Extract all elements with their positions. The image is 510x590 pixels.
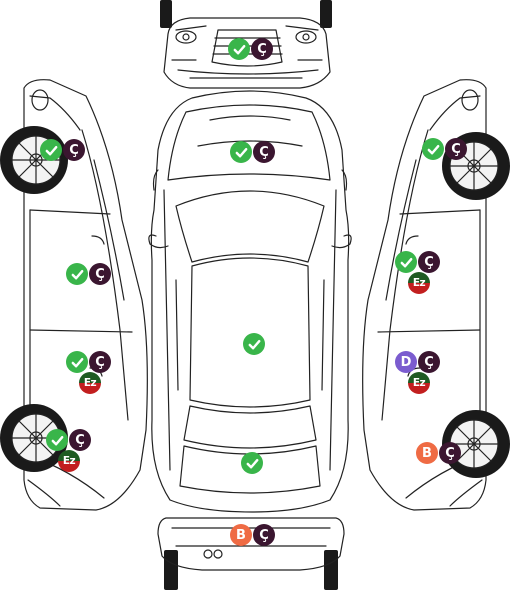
ok-check-icon	[422, 138, 444, 160]
painted-badge: Ç	[445, 138, 467, 160]
painted-badge: Ç	[253, 141, 275, 163]
rear-bumper-drawing	[157, 517, 345, 590]
ok-check-icon	[228, 38, 250, 60]
ok-check-icon	[66, 263, 88, 285]
local-paint-badge: Ez	[58, 450, 80, 472]
right-front-fender-status[interactable]: Ç	[422, 138, 467, 160]
car-top-view-drawing	[148, 90, 352, 513]
right-front-door-status[interactable]: Ç Ez	[395, 251, 440, 294]
local-paint-badge: Ez	[408, 272, 430, 294]
ok-check-icon	[66, 351, 88, 373]
roof-status[interactable]	[243, 333, 265, 355]
local-paint-badge: Ez	[408, 372, 430, 394]
ok-check-icon	[46, 429, 68, 451]
painted-badge: Ç	[89, 263, 111, 285]
rear-bumper-status[interactable]: B Ç	[230, 524, 275, 546]
painted-badge: Ç	[89, 351, 111, 373]
ok-check-icon	[40, 139, 62, 161]
ok-check-icon	[241, 452, 263, 474]
right-rear-door-status[interactable]: D Ç Ez	[395, 351, 440, 394]
ok-check-icon	[243, 333, 265, 355]
painted-badge: Ç	[418, 351, 440, 373]
hood-status[interactable]: Ç	[230, 141, 275, 163]
ok-check-icon	[230, 141, 252, 163]
left-front-door-status[interactable]: Ç	[66, 263, 111, 285]
front-bumper-drawing	[160, 0, 332, 89]
painted-badge: Ç	[69, 429, 91, 451]
left-rear-fender-status[interactable]: Ç Ez	[46, 429, 91, 472]
replaced-badge: D	[395, 351, 417, 373]
left-rear-door-status[interactable]: Ç Ez	[66, 351, 111, 394]
front-bumper-status[interactable]: Ç	[228, 38, 273, 60]
left-front-fender-status[interactable]: Ç	[40, 139, 85, 161]
painted-badge: Ç	[251, 38, 273, 60]
right-side-view-drawing	[362, 79, 510, 511]
painted-badge: Ç	[253, 524, 275, 546]
dented-badge: B	[230, 524, 252, 546]
ok-check-icon	[395, 251, 417, 273]
trunk-status[interactable]	[241, 452, 263, 474]
painted-badge: Ç	[418, 251, 440, 273]
painted-badge: Ç	[63, 139, 85, 161]
painted-badge: Ç	[439, 442, 461, 464]
local-paint-badge: Ez	[79, 372, 101, 394]
dented-badge: B	[416, 442, 438, 464]
right-rear-fender-status[interactable]: B Ç	[416, 442, 461, 464]
